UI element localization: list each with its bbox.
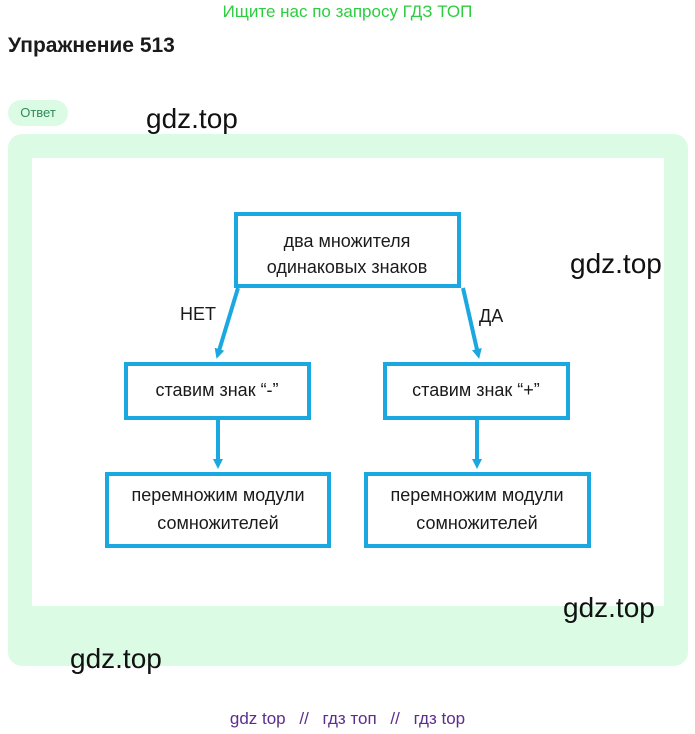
root-box [234,212,461,288]
left-step-text: ставим знак “-” [155,380,278,400]
left-result-box [105,472,331,548]
watermark: gdz.top [70,643,162,674]
footer-links: gdz top // гдз топ // гдз top [0,709,695,729]
right-result-box [364,472,591,548]
watermark: gdz.top [563,592,655,623]
answer-badge[interactable]: Ответ [8,100,68,126]
right-result-line-1: перемножим модули [390,485,563,505]
root-line-1: два множителя [284,231,411,251]
branch-label-no: НЕТ [180,304,216,324]
branch-label-yes: ДА [479,306,503,326]
watermark: gdz.top [146,103,238,134]
footer-link-gdz-top-mixed[interactable]: гдз top [413,709,466,728]
right-step-text: ставим знак “+” [412,380,540,400]
root-line-2: одинаковых знаков [267,257,428,277]
arrow-yes-branch [461,287,482,359]
right-result-line-2: сомножителей [416,513,537,533]
footer-separator: // [299,709,309,728]
footer-separator: // [390,709,400,728]
left-result-line-2: сомножителей [157,513,278,533]
watermark: gdz.top [570,248,662,279]
exercise-title: Упражнение 513 [8,34,175,57]
footer-link-gdz-top-ru[interactable]: гдз топ [322,709,377,728]
arrow-no-branch [214,287,240,359]
top-banner[interactable]: Ищите нас по запросу ГДЗ ТОП [222,2,473,21]
diagram-canvas: два множителя одинаковых знаков НЕТ ДА с… [32,158,664,606]
flowchart: два множителя одинаковых знаков НЕТ ДА с… [105,212,591,548]
left-step-box [124,362,311,420]
footer-link-gdz-top[interactable]: gdz top [229,709,286,728]
left-result-line-1: перемножим модули [131,485,304,505]
right-step-box [383,362,570,420]
